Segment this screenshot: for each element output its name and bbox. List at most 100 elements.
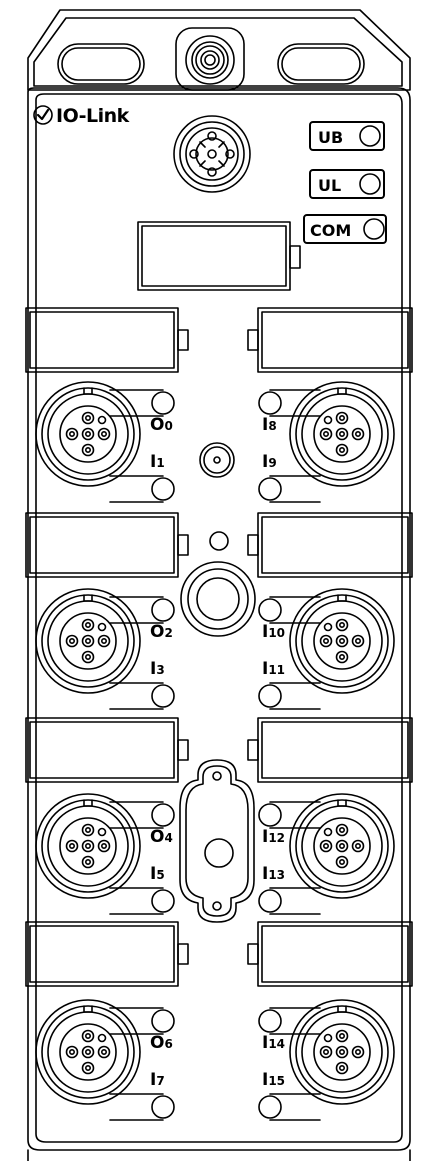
led-icon xyxy=(258,889,282,913)
led-icon xyxy=(359,173,381,195)
port-label-bottom: I5 xyxy=(150,864,165,884)
port-label-top-letter: I xyxy=(262,1033,268,1053)
port-label-bottom-letter: I xyxy=(150,452,156,472)
port-label-top-index: 4 xyxy=(164,831,172,845)
m12-connector xyxy=(35,793,141,899)
port-label-top: O0 xyxy=(150,415,173,435)
status-label-com: COM xyxy=(310,221,351,240)
port-label-bottom-index: 9 xyxy=(268,456,276,470)
port-label-top: I12 xyxy=(262,827,285,847)
port-label-top-index: 14 xyxy=(268,1037,285,1051)
port-label-bottom: I7 xyxy=(150,1070,165,1090)
port-label-bottom-letter: I xyxy=(150,1070,156,1090)
led-icon xyxy=(151,1009,175,1033)
mounting-flange xyxy=(27,9,411,91)
port-label-top-index: 10 xyxy=(268,626,285,640)
port-label-bottom-letter: I xyxy=(262,864,268,884)
port-label-top: O2 xyxy=(150,622,173,642)
port-label-bottom-index: 3 xyxy=(156,663,164,677)
brand-logo: IO-Link xyxy=(33,105,130,127)
led-icon xyxy=(258,1009,282,1033)
port-label-bottom-letter: I xyxy=(150,864,156,884)
port-label-bottom: I1 xyxy=(150,452,165,472)
port-label-bottom-index: 15 xyxy=(268,1074,285,1088)
port-label-top-letter: I xyxy=(262,415,268,435)
m12-connector xyxy=(289,999,395,1105)
led-icon xyxy=(258,1095,282,1119)
m12-connector xyxy=(289,793,395,899)
port-label-bottom: I9 xyxy=(262,452,277,472)
port-label-top-letter: O xyxy=(150,622,164,642)
port-label-top: I8 xyxy=(262,415,277,435)
led-icon xyxy=(258,598,282,622)
port-label-bottom: I13 xyxy=(262,864,285,884)
led-icon xyxy=(151,598,175,622)
port-label-top-index: 2 xyxy=(164,626,172,640)
led-icon xyxy=(258,477,282,501)
port-label-top: I10 xyxy=(262,622,285,642)
port-label-top-letter: O xyxy=(150,415,164,435)
port-label-bottom-letter: I xyxy=(150,659,156,679)
led-icon xyxy=(151,391,175,415)
port-label-bottom-letter: I xyxy=(262,659,268,679)
status-indicator-ul: UL xyxy=(309,169,385,199)
housing xyxy=(27,87,411,1161)
status-label-ub: UB xyxy=(318,128,343,147)
port-label-bottom: I11 xyxy=(262,659,285,679)
port-label-bottom: I15 xyxy=(262,1070,285,1090)
port-label-top-letter: I xyxy=(262,622,268,642)
port-label-top-letter: O xyxy=(150,1033,164,1053)
led-icon xyxy=(151,889,175,913)
port-label-bottom-index: 1 xyxy=(156,456,164,470)
port-label-top-index: 0 xyxy=(164,419,172,433)
port-label-bottom-letter: I xyxy=(262,452,268,472)
port-label-top-index: 8 xyxy=(268,419,276,433)
m12-connector xyxy=(35,588,141,694)
port-label-top: O6 xyxy=(150,1033,173,1053)
led-icon xyxy=(359,125,381,147)
power-connector xyxy=(173,115,251,193)
led-icon xyxy=(151,1095,175,1119)
port-label-top: O4 xyxy=(150,827,173,847)
status-indicators: UB UL COM xyxy=(303,121,387,244)
port-label-top-letter: O xyxy=(150,827,164,847)
port-label-bottom-index: 11 xyxy=(268,663,285,677)
led-icon xyxy=(258,391,282,415)
port-label-bottom: I3 xyxy=(150,659,165,679)
m12-connector xyxy=(289,381,395,487)
led-icon xyxy=(151,684,175,708)
status-label-ul: UL xyxy=(318,176,341,195)
m12-connector xyxy=(289,588,395,694)
led-icon xyxy=(258,684,282,708)
led-icon xyxy=(258,803,282,827)
m12-connector xyxy=(35,999,141,1105)
brand-name: IO-Link xyxy=(56,105,130,127)
status-indicator-com: COM xyxy=(303,214,387,244)
port-label-top-index: 6 xyxy=(164,1037,172,1051)
checkmark-icon xyxy=(33,105,53,125)
led-icon xyxy=(151,803,175,827)
status-indicator-ub: UB xyxy=(309,121,385,151)
port-label-bottom-index: 5 xyxy=(156,868,164,882)
m12-connector xyxy=(35,381,141,487)
port-label-bottom-letter: I xyxy=(262,1070,268,1090)
port-label-bottom-index: 13 xyxy=(268,868,285,882)
led-icon xyxy=(363,218,385,240)
port-label-top-letter: I xyxy=(262,827,268,847)
port-label-top: I14 xyxy=(262,1033,285,1053)
led-icon xyxy=(151,477,175,501)
label-window xyxy=(137,221,301,291)
port-label-bottom-index: 7 xyxy=(156,1074,164,1088)
port-label-top-index: 12 xyxy=(268,831,285,845)
